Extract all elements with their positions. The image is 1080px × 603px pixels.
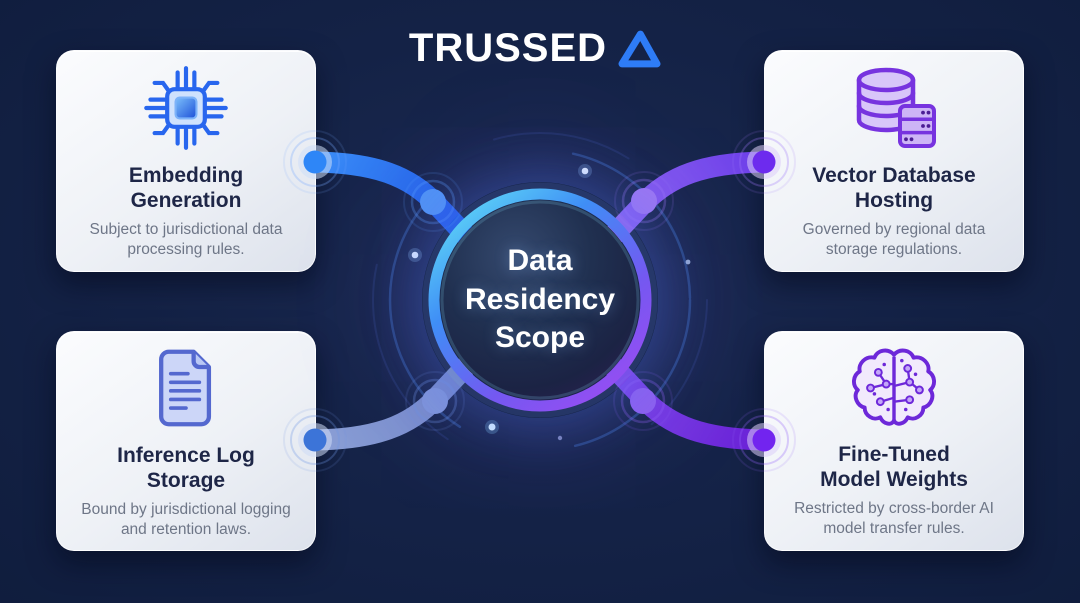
card-description: Governed by regional data storage regula… xyxy=(802,221,986,258)
card-title-line: Model Weights xyxy=(820,467,968,491)
card-title-line: Storage xyxy=(146,468,226,492)
card-fine-tuned-model-weights: Fine-Tuned Model Weights Restricted by c… xyxy=(764,331,1024,551)
card-vector-database-hosting: Vector Database Hosting Governed by regi… xyxy=(764,50,1024,272)
hub-title-line: Scope xyxy=(494,321,586,355)
database-icon xyxy=(856,68,936,149)
central-hub: Data Residency Scope xyxy=(422,182,658,418)
card-embedding-generation: Embedding Generation Subject to jurisdic… xyxy=(56,50,316,272)
card-title-line: Fine-Tuned xyxy=(838,443,950,467)
card-description: Restricted by cross-border AI model tran… xyxy=(794,500,994,537)
hub-title: Data Residency Scope xyxy=(422,182,658,418)
hub-title-line: Residency xyxy=(464,282,616,316)
ai-monogram-icon xyxy=(618,30,668,68)
card-title-line: Embedding xyxy=(128,164,244,188)
document-icon xyxy=(159,349,212,427)
brand-logo: TRUSSED xyxy=(0,24,1080,72)
brand-logo-text: TRUSSED xyxy=(408,26,608,70)
hub-title-line: Data xyxy=(507,244,573,278)
card-description: Subject to jurisdictional data processin… xyxy=(89,221,283,258)
card-description: Bound by jurisdictional logging and rete… xyxy=(81,501,291,538)
hub-ring xyxy=(422,182,658,418)
card-title-line: Hosting xyxy=(854,188,934,212)
chip-icon xyxy=(144,66,228,151)
card-title-line: Vector Database xyxy=(812,164,976,188)
card-title-line: Inference Log xyxy=(117,444,255,468)
brain-icon xyxy=(852,348,936,427)
card-title-line: Generation xyxy=(130,188,242,212)
card-inference-log-storage: Inference Log Storage Bound by jurisdict… xyxy=(56,331,316,551)
